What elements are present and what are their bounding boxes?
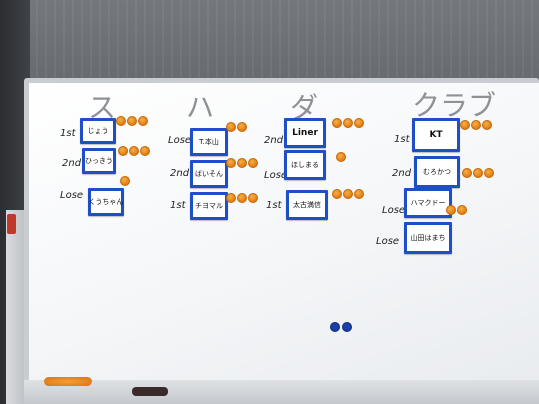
orange-token: [482, 120, 492, 130]
orange-token: [118, 146, 128, 156]
orange-token: [460, 120, 470, 130]
label: 1st: [394, 134, 410, 145]
marker-tray: [24, 380, 539, 404]
token-group: [226, 158, 258, 169]
orange-token: [332, 118, 342, 128]
name-card: ひっきう: [82, 148, 116, 174]
name-card: KT: [412, 118, 460, 152]
card-text: T.本山: [193, 131, 225, 153]
heading-ha: ハ: [186, 91, 215, 124]
orange-token: [471, 120, 481, 130]
token-group: [226, 122, 247, 133]
token-group: [446, 205, 467, 216]
name-card: チヨマル: [190, 192, 228, 220]
orange-token: [332, 189, 342, 199]
name-card: ハマクドー: [404, 188, 452, 218]
spare-orange-tokens: [44, 377, 92, 386]
card-text: ほしまる: [287, 153, 323, 177]
orange-token: [462, 168, 472, 178]
orange-token: [129, 146, 139, 156]
card-text: ハマクドー: [407, 191, 449, 215]
name-card: Liner: [284, 118, 326, 148]
name-card: 山田はまち: [404, 222, 452, 254]
label: Lose: [60, 190, 84, 201]
label: 2nd: [264, 135, 284, 146]
red-clip: [7, 214, 16, 234]
name-card: ほしまる: [284, 150, 326, 180]
name-card: じょう: [80, 118, 116, 144]
card-text: くうちゃん: [89, 191, 123, 213]
card-text: 太古満信: [289, 193, 325, 217]
orange-token: [343, 118, 353, 128]
label: 1st: [266, 200, 282, 211]
card-text: ばいそん: [193, 163, 225, 185]
label: 2nd: [170, 168, 190, 179]
blue-magnets: [330, 322, 352, 332]
orange-token: [127, 116, 137, 126]
card-text: むろかつ: [417, 159, 457, 185]
token-group: [462, 168, 494, 179]
orange-token: [354, 189, 364, 199]
card-text: 山田はまち: [407, 225, 449, 251]
orange-token: [116, 116, 126, 126]
orange-token: [140, 146, 150, 156]
spare-dark-magnets: [132, 387, 168, 396]
card-text: じょう: [83, 121, 113, 141]
orange-token: [237, 158, 247, 168]
label: Lose: [168, 135, 192, 146]
card-text: チヨマル: [193, 195, 225, 217]
orange-token: [343, 189, 353, 199]
orange-token: [226, 122, 236, 132]
label: 2nd: [392, 168, 412, 179]
orange-token: [248, 158, 258, 168]
card-text: KT: [415, 121, 457, 149]
label: Lose: [264, 170, 288, 181]
token-group: [116, 116, 148, 127]
orange-token: [237, 122, 247, 132]
name-card: 太古満信: [286, 190, 328, 220]
token-group: [120, 176, 130, 187]
token-group: [118, 146, 150, 157]
blue-magnet: [330, 322, 340, 332]
orange-token: [138, 116, 148, 126]
second-whiteboard-edge: [6, 210, 28, 404]
label: 1st: [60, 128, 76, 139]
token-group: [226, 193, 258, 204]
orange-token: [120, 176, 130, 186]
name-card: むろかつ: [414, 156, 460, 188]
orange-token: [336, 152, 346, 162]
blue-magnet: [342, 322, 352, 332]
orange-token: [226, 158, 236, 168]
name-card: ばいそん: [190, 160, 228, 188]
name-card: T.本山: [190, 128, 228, 156]
token-group: [332, 118, 364, 129]
label: 2nd: [62, 158, 82, 169]
card-text: Liner: [287, 121, 323, 145]
token-group: [332, 189, 364, 200]
label: 1st: [170, 200, 186, 211]
orange-token: [354, 118, 364, 128]
token-group: [336, 152, 346, 163]
orange-token: [446, 205, 456, 215]
orange-token: [248, 193, 258, 203]
heading-club: クラブ: [412, 89, 497, 122]
label: Lose: [382, 205, 406, 216]
token-group: [460, 120, 492, 131]
card-text: ひっきう: [85, 151, 113, 171]
orange-token: [237, 193, 247, 203]
orange-token: [484, 168, 494, 178]
label: Lose: [376, 236, 400, 247]
orange-token: [457, 205, 467, 215]
name-card: くうちゃん: [88, 188, 124, 216]
orange-token: [473, 168, 483, 178]
orange-token: [226, 193, 236, 203]
